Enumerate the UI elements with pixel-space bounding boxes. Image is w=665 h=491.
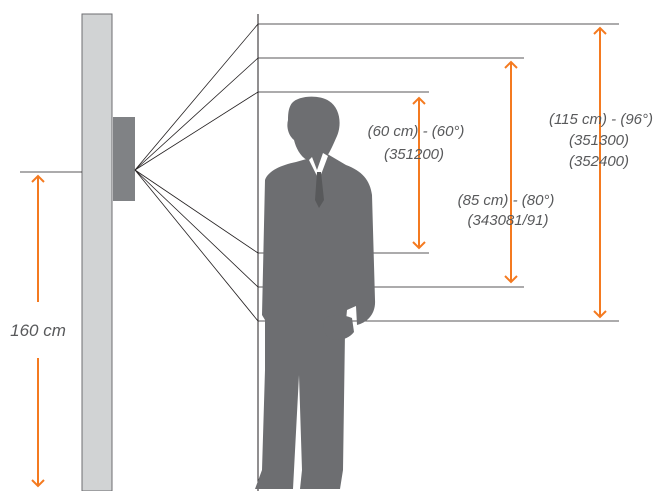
wall	[81, 13, 113, 491]
svg-text:(115 cm) - (96°): (115 cm) - (96°)	[549, 111, 653, 128]
person-collar	[309, 153, 328, 208]
view-angle-lines	[134, 23, 259, 322]
svg-text:(85 cm) - (80°): (85 cm) - (80°)	[458, 192, 555, 209]
mount-height-label: 160 cm	[10, 321, 66, 340]
range-60-label: (60 cm) - (60°) (351200)	[368, 123, 465, 163]
svg-text:(343081/91): (343081/91)	[468, 212, 549, 229]
svg-text:(352400): (352400)	[569, 153, 629, 170]
svg-text:(351200): (351200)	[384, 146, 444, 163]
svg-text:(351300): (351300)	[569, 132, 629, 149]
svg-text:(60 cm) - (60°): (60 cm) - (60°)	[368, 123, 465, 140]
dimension-arrows	[31, 26, 607, 488]
camera-device	[113, 117, 135, 201]
person-silhouette	[255, 96, 376, 489]
range-115-label: (115 cm) - (96°) (351300) (352400)	[549, 111, 653, 170]
range-85-label: (85 cm) - (80°) (343081/91)	[458, 192, 555, 229]
